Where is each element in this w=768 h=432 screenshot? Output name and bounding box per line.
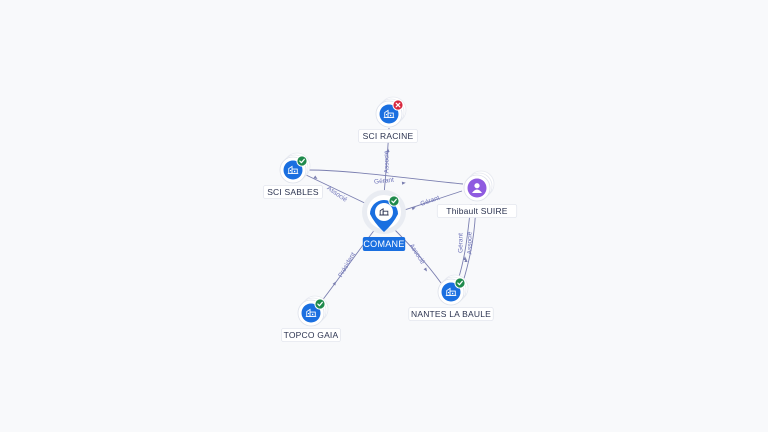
building-icon [379, 207, 389, 216]
cross-badge-icon [392, 99, 404, 111]
node-label-box [358, 129, 418, 143]
edge-label: Associé [326, 185, 349, 204]
edge-arrow-icon [386, 148, 390, 152]
node-label-box [281, 328, 341, 342]
company-disc [379, 104, 399, 124]
check-badge-icon [314, 298, 326, 310]
node-label-box [408, 307, 494, 321]
edge-thibault-sci_sables: Gérant [307, 169, 464, 186]
node-nantes[interactable]: NANTES LA BAULE [408, 274, 494, 321]
edge-label: Gérant [458, 233, 465, 253]
edge-comane-nantes: Associé [392, 227, 442, 284]
company-disc [441, 282, 461, 302]
edge-label: Associé [408, 243, 426, 266]
edge-line [307, 169, 464, 185]
node-comane[interactable]: COMANE [362, 190, 406, 251]
edge-arrow-icon [401, 181, 406, 185]
check-badge-icon [454, 277, 466, 289]
edge-arrow-icon [464, 258, 468, 262]
company-disc [301, 303, 321, 323]
edge-label: Président [337, 251, 357, 278]
building-icon [305, 308, 317, 317]
node-label: TOPCO GAIA [284, 330, 339, 340]
node-sci_racine[interactable]: SCI RACINE [358, 96, 418, 143]
company-disc [283, 160, 303, 180]
edge-label: Associé [467, 231, 474, 254]
hub-label-box [362, 237, 406, 251]
edge-label: Gérant [374, 177, 395, 186]
edge-arrow-icon [423, 267, 427, 272]
edge-label: Associé [384, 150, 391, 173]
check-badge-icon [388, 195, 400, 207]
node-sci_sables[interactable]: SCI SABLES [263, 152, 323, 199]
edge-line [320, 227, 377, 303]
node-label-box [436, 204, 518, 218]
node-thibault[interactable]: Thibault SUIRE [436, 170, 518, 218]
node-label: SCI SABLES [267, 187, 319, 197]
edge-line [392, 227, 442, 284]
node-label-box [263, 185, 323, 199]
node-label: COMANE [363, 239, 404, 249]
check-badge-icon [296, 155, 308, 167]
node-topco[interactable]: TOPCO GAIA [281, 295, 341, 342]
building-icon [287, 165, 299, 174]
user-icon [472, 183, 482, 193]
node-label: Thibault SUIRE [446, 206, 508, 216]
edge-arrow-icon [411, 207, 416, 211]
building-icon [383, 109, 395, 118]
edge-arrow-icon [332, 281, 336, 286]
node-label: NANTES LA BAULE [411, 309, 491, 319]
nodes-layer: COMANE SCI RACINE SCI SABLES Thibault SUIRE… [263, 96, 518, 342]
node-label: SCI RACINE [363, 131, 414, 141]
edge-arrow-icon [313, 175, 318, 180]
building-icon [445, 287, 457, 296]
